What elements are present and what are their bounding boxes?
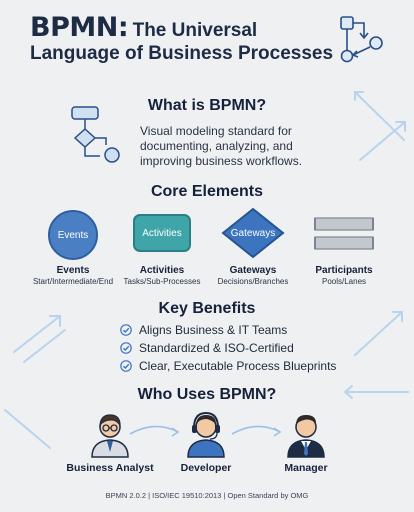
what-is-bpmn-heading: What is BPMN? (147, 97, 267, 114)
business-analyst-avatar (91, 414, 129, 458)
activities-shape: Activities (133, 214, 191, 252)
role-business-analyst: Business Analyst (66, 462, 154, 474)
who-uses-heading: Who Uses BPMN? (137, 386, 277, 403)
events-title: Events (56, 265, 90, 276)
title-acronym: BPMN: (30, 12, 129, 43)
developer-avatar (187, 411, 225, 458)
activities-subtitle: Tasks/Sub-Processes (123, 277, 201, 286)
check-icon (120, 360, 132, 372)
participants-subtitle: Pools/Lanes (321, 277, 367, 286)
participants-title: Participants (315, 265, 373, 276)
gateways-shape-label: Gateways (230, 228, 276, 239)
benefit-item: Standardized & ISO-Certified (120, 341, 294, 355)
gateways-subtitle: Decisions/Branches (217, 277, 289, 286)
benefit-text: Standardized & ISO-Certified (139, 341, 294, 355)
flowchart-icon (71, 106, 120, 163)
events-shape-label: Events (57, 229, 89, 241)
activities-title: Activities (139, 265, 185, 276)
role-connector-arrows (129, 425, 282, 437)
role-manager: Manager (284, 462, 328, 474)
process-flow-icon (340, 16, 383, 63)
key-benefits-heading: Key Benefits (158, 300, 256, 317)
benefit-item: Aligns Business & IT Teams (120, 323, 287, 337)
gateways-title: Gateways (229, 265, 277, 276)
role-developer: Developer (180, 462, 232, 474)
participants-shape (314, 217, 374, 250)
core-elements-heading: Core Elements (150, 183, 264, 200)
page-title: BPMN: The Universal Language of Business… (30, 12, 334, 65)
check-icon (120, 324, 132, 336)
benefit-item: Clear, Executable Process Blueprints (120, 359, 336, 373)
title-line1-rest: The Universal (132, 20, 258, 41)
events-subtitle: Start/Intermediate/End (32, 277, 114, 286)
bpmn-description: Visual modeling standard for documenting… (140, 124, 303, 168)
benefit-text: Clear, Executable Process Blueprints (139, 359, 337, 373)
check-icon (120, 342, 132, 354)
events-shape: Events (48, 210, 98, 260)
benefit-text: Aligns Business & IT Teams (139, 323, 288, 337)
title-line2: Language of Business Processes (30, 43, 334, 65)
gateways-shape (221, 207, 285, 259)
manager-avatar (287, 415, 325, 458)
activities-shape-label: Activities (142, 227, 182, 239)
footer-standards-text: BPMN 2.0.2 | ISO/IEC 19510:2013 | Open S… (105, 491, 309, 500)
